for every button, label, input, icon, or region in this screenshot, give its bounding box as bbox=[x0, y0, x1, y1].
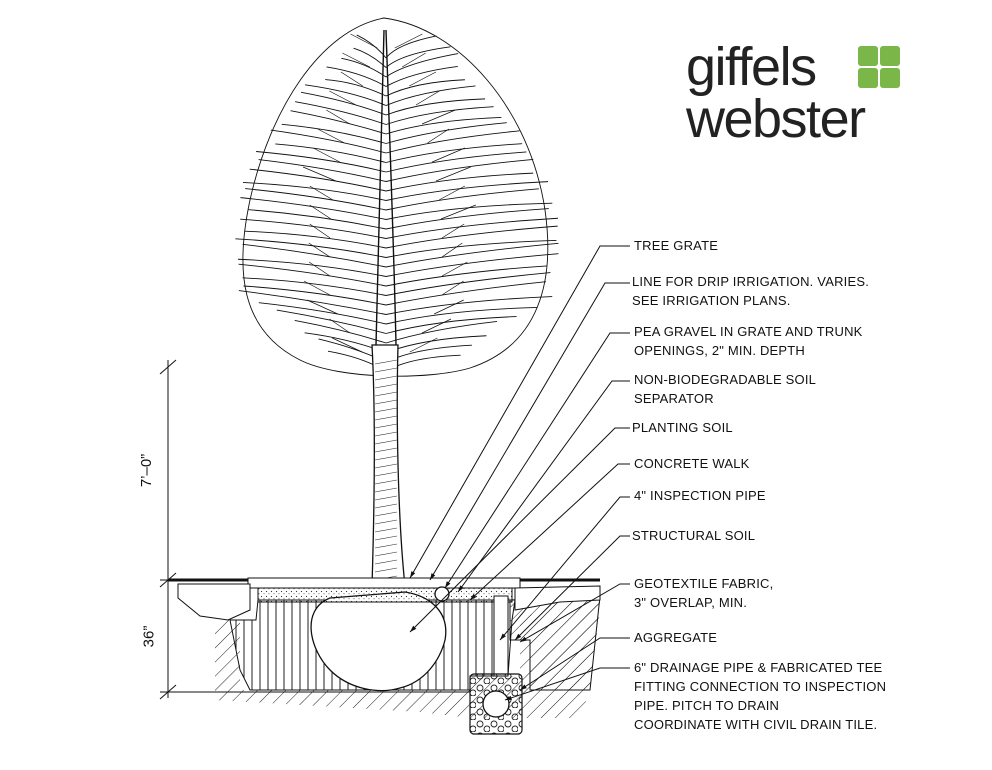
callout-concrete-walk: CONCRETE WALK bbox=[634, 456, 750, 471]
logo-text-giffels: giffels bbox=[686, 37, 817, 97]
callout-leaders bbox=[409, 245, 630, 701]
dimension-tree-height: 7’–0” bbox=[138, 453, 156, 488]
callout-soil-separator: NON-BIODEGRADABLE SOIL SEPARATOR bbox=[634, 372, 817, 406]
aggregate-drain bbox=[469, 673, 523, 735]
dimension-soil-depth: 36” bbox=[140, 625, 158, 648]
logo-text-webster: webster bbox=[686, 89, 866, 149]
callout-drainage-pipe: 6" DRAINAGE PIPE & FABRICATED TEE FITTIN… bbox=[634, 660, 887, 732]
planting-soil-root-ball bbox=[310, 591, 447, 692]
callout-tree-grate: TREE GRATE bbox=[634, 238, 719, 253]
callout-structural-soil: STRUCTURAL SOIL bbox=[632, 528, 756, 543]
callout-aggregate: AGGREGATE bbox=[634, 630, 718, 645]
callout-drip-irrigation: LINE FOR DRIP IRRIGATION. VARIES. SEE IR… bbox=[632, 274, 870, 308]
callout-geotextile: GEOTEXTILE FABRIC, 3" OVERLAP, MIN. bbox=[634, 576, 774, 610]
callout-planting-soil: PLANTING SOIL bbox=[632, 420, 733, 435]
callout-inspection-pipe: 4" INSPECTION PIPE bbox=[634, 488, 766, 503]
dimension-lines bbox=[159, 359, 470, 700]
callout-pea-gravel: PEA GRAVEL IN GRATE AND TRUNK OPENINGS, … bbox=[634, 324, 863, 358]
tree-trunk bbox=[371, 344, 406, 587]
logo-mark bbox=[858, 46, 900, 88]
tree-canopy bbox=[235, 17, 559, 377]
